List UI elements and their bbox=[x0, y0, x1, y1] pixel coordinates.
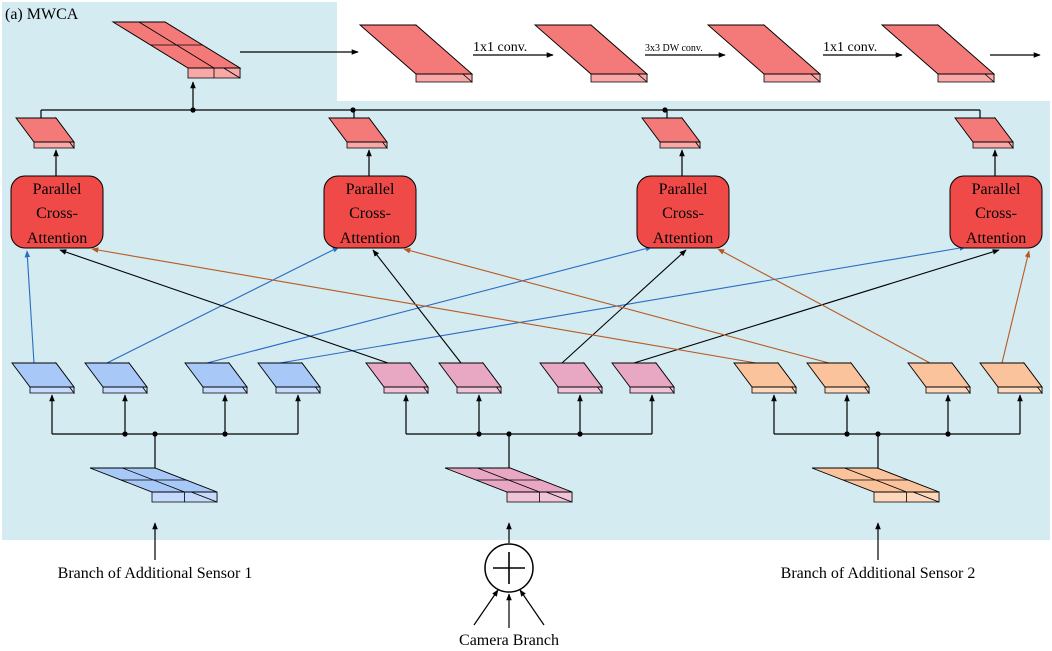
camera-sum-input-3 bbox=[519, 589, 545, 626]
camera-sum-input-1 bbox=[473, 589, 499, 626]
svg-text:Attention: Attention bbox=[653, 230, 713, 247]
attention-output-1 bbox=[15, 116, 75, 150]
attention-block-1 bbox=[10, 175, 104, 249]
svg-text:Cross-: Cross- bbox=[975, 205, 1017, 222]
junction-dot bbox=[122, 431, 128, 437]
junction-dot bbox=[506, 431, 512, 437]
sensor1-branch-label: Branch of Additional Sensor 1 bbox=[58, 565, 253, 582]
cross-arrows bbox=[24, 245, 1031, 364]
sensor2-token-3 bbox=[907, 361, 971, 395]
junction-dot bbox=[844, 431, 850, 437]
sensor1-token-4 bbox=[257, 361, 321, 395]
sensor2-feature-map bbox=[811, 467, 940, 503]
conv-feature-map-4 bbox=[880, 24, 996, 83]
junction-dots bbox=[122, 107, 951, 437]
attention-block-3-label: Parallel Cross- Attention bbox=[653, 181, 713, 247]
junction-dot bbox=[350, 107, 356, 113]
conv-feature-map-3 bbox=[706, 24, 822, 83]
junction-dot bbox=[945, 431, 951, 437]
sum-node bbox=[484, 543, 534, 593]
diagram-title: (a) MWCA bbox=[5, 6, 79, 23]
svg-text:Attention: Attention bbox=[340, 230, 400, 247]
feature-maps bbox=[11, 21, 1043, 503]
svg-text:Cross-: Cross- bbox=[349, 205, 391, 222]
sensor2-token-1 bbox=[733, 361, 797, 395]
junction-dot bbox=[222, 431, 228, 437]
camera-to-attention-1 bbox=[59, 249, 389, 364]
conv2-label: 3x3 DW conv. bbox=[645, 43, 703, 54]
camera-token-4 bbox=[611, 361, 675, 395]
junction-dot bbox=[875, 431, 881, 437]
mwca-panel bbox=[2, 2, 1050, 540]
sensor2-branch-label: Branch of Additional Sensor 2 bbox=[781, 565, 976, 582]
sensor1-token-1 bbox=[11, 361, 75, 395]
attention-block-1-label: Parallel Cross- Attention bbox=[27, 181, 87, 247]
camera-token-2 bbox=[438, 361, 502, 395]
camera-token-3 bbox=[539, 361, 603, 395]
attention-block-4 bbox=[949, 175, 1043, 249]
sensor2-token-4 bbox=[979, 361, 1043, 395]
sensor1-token-3 bbox=[184, 361, 248, 395]
connector-lines bbox=[40, 49, 1041, 628]
attention-output-3 bbox=[641, 116, 701, 150]
sensor1-token-2 bbox=[84, 361, 148, 395]
attention-block-2-label: Parallel Cross- Attention bbox=[340, 181, 400, 247]
svg-text:Attention: Attention bbox=[966, 230, 1026, 247]
conv-feature-map-2 bbox=[533, 24, 649, 83]
sensor2-to-attention-4 bbox=[1001, 250, 1031, 364]
junction-dot bbox=[190, 107, 196, 113]
attention-output-2 bbox=[328, 116, 388, 150]
sensor1-to-attention-3 bbox=[206, 245, 653, 364]
sensor2-to-attention-2 bbox=[403, 247, 830, 364]
svg-text:Parallel: Parallel bbox=[659, 181, 708, 198]
attention-output-4 bbox=[954, 116, 1014, 150]
sensor1-to-attention-1 bbox=[24, 250, 35, 364]
svg-text:Parallel: Parallel bbox=[33, 181, 82, 198]
attention-block-3 bbox=[636, 175, 730, 249]
conv1-label: 1x1 conv. bbox=[473, 40, 527, 55]
junction-dot bbox=[662, 107, 668, 113]
conv-feature-map-1 bbox=[358, 24, 474, 83]
sensor1-feature-map bbox=[89, 467, 218, 503]
junction-dot bbox=[152, 431, 158, 437]
junction-dot bbox=[476, 431, 482, 437]
camera-token-1 bbox=[365, 361, 429, 395]
sensor2-token-2 bbox=[806, 361, 870, 395]
sensor1-to-attention-4 bbox=[279, 245, 967, 364]
sensor2-to-attention-1 bbox=[91, 247, 757, 364]
svg-text:Attention: Attention bbox=[27, 230, 87, 247]
camera-to-attention-3 bbox=[561, 249, 687, 364]
sensor1-to-attention-2 bbox=[106, 246, 340, 364]
camera-feature-map bbox=[444, 467, 573, 503]
conv3-label: 1x1 conv. bbox=[823, 40, 877, 55]
attention-block-2 bbox=[323, 175, 417, 249]
svg-text:Parallel: Parallel bbox=[972, 181, 1021, 198]
camera-to-attention-2 bbox=[372, 249, 462, 364]
sensor2-to-attention-3 bbox=[717, 248, 931, 364]
svg-text:Cross-: Cross- bbox=[36, 205, 78, 222]
camera-to-attention-4 bbox=[633, 249, 1000, 364]
junction-dot bbox=[577, 431, 583, 437]
attention-blocks bbox=[10, 175, 1043, 249]
svg-text:Cross-: Cross- bbox=[662, 205, 704, 222]
attention-block-4-label: Parallel Cross- Attention bbox=[966, 181, 1026, 247]
svg-text:Parallel: Parallel bbox=[346, 181, 395, 198]
output-feature-map bbox=[111, 21, 242, 79]
camera-branch-label: Camera Branch bbox=[459, 632, 559, 649]
